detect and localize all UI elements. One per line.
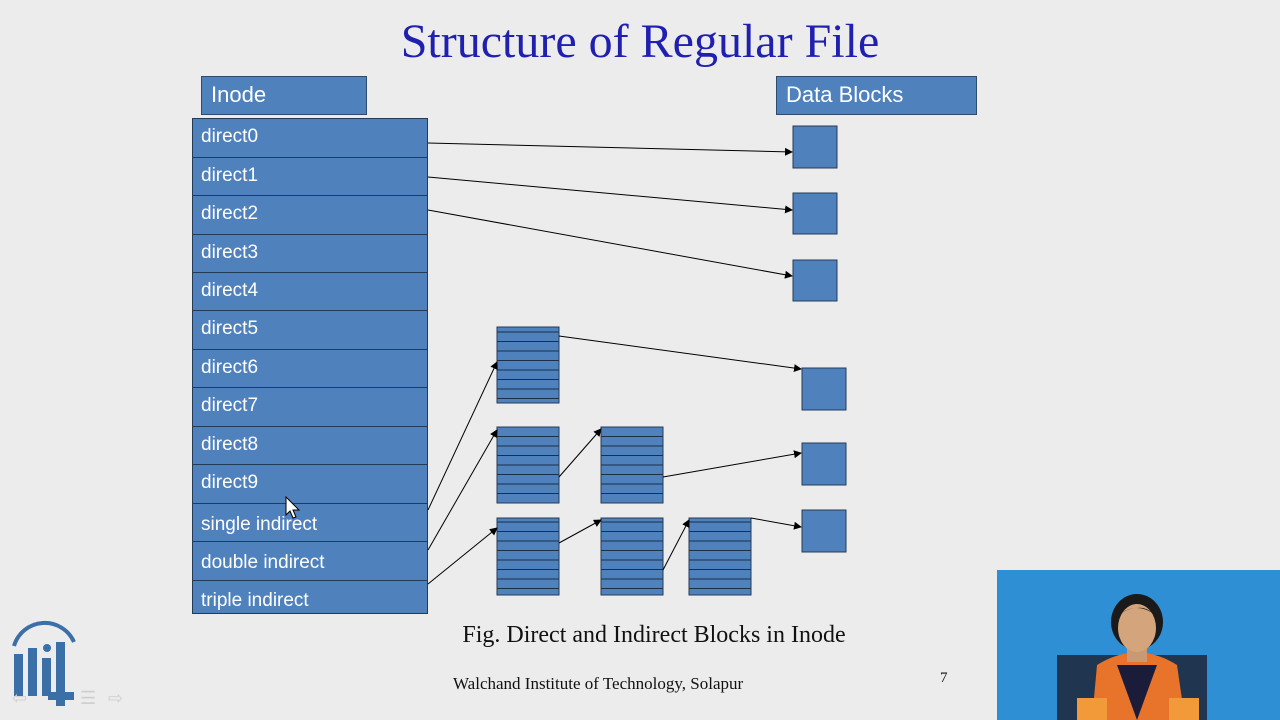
arrow-triple-block1-to-block2 — [558, 519, 602, 544]
inode-row-direct0: direct0 — [193, 119, 427, 158]
inode-row-direct9: direct9 — [193, 465, 427, 504]
inode-header: Inode — [201, 76, 367, 115]
inode-row-direct8: direct8 — [193, 427, 427, 465]
indirect-block-double-1 — [496, 426, 560, 504]
inode-row-direct4: direct4 — [193, 273, 427, 311]
page-number: 7 — [940, 670, 948, 686]
indirect-block-triple-3 — [688, 517, 752, 596]
data-blocks-header-label: Data Blocks — [786, 82, 904, 107]
inode-table: direct0 direct1 direct2 direct3 direct4 … — [192, 118, 428, 614]
figure-caption: Fig. Direct and Indirect Blocks in Inode — [462, 622, 846, 648]
inode-row-direct6: direct6 — [193, 350, 427, 388]
data-block-group — [792, 125, 847, 553]
data-blocks-header: Data Blocks — [776, 76, 977, 115]
inode-row-direct3: direct3 — [193, 235, 427, 273]
arrow-triple-block3-to-data — [750, 517, 802, 530]
data-block — [801, 509, 847, 553]
indirect-block-group — [496, 326, 752, 596]
indirect-block-triple-2 — [600, 517, 664, 596]
presenter-figure — [997, 570, 1280, 720]
arrow-double-block2-to-data — [662, 450, 802, 478]
menu-icon[interactable]: ☰ — [80, 688, 97, 708]
arrow-double-to-block — [427, 429, 498, 551]
arrow-single-block-to-data — [558, 335, 802, 373]
arrow-double-block1-to-block2 — [558, 428, 602, 478]
pointer-arrows — [427, 142, 802, 585]
arrow-triple-block2-to-block3 — [662, 519, 690, 571]
arrow-single-to-block — [427, 361, 498, 511]
inode-row-direct1: direct1 — [193, 158, 427, 196]
slide-footer: Walchand Institute of Technology, Solapu… — [453, 674, 744, 693]
inode-row-direct5: direct5 — [193, 311, 427, 350]
presenter-video — [997, 570, 1280, 720]
indirect-block-double-2 — [600, 426, 664, 504]
arrow-direct1 — [427, 176, 793, 214]
arrow-direct2 — [427, 209, 793, 279]
inode-row-triple-indirect: triple indirect — [201, 590, 309, 611]
prev-slide-icon[interactable]: ⇦ — [12, 688, 28, 708]
next-slide-icon[interactable]: ⇨ — [108, 688, 124, 708]
arrow-triple-to-block — [427, 527, 498, 585]
data-block — [801, 442, 847, 486]
indirect-block-single — [496, 326, 560, 404]
data-block — [792, 125, 838, 169]
inode-row-direct7: direct7 — [193, 388, 427, 427]
arrow-direct0 — [427, 142, 793, 156]
indirect-block-triple-1 — [496, 517, 560, 596]
inode-row-double-indirect: double indirect — [193, 542, 427, 581]
data-block — [792, 259, 838, 302]
inode-header-label: Inode — [211, 82, 267, 107]
institute-logo — [12, 620, 76, 706]
data-block — [792, 192, 838, 235]
inode-row-single-indirect: single indirect — [193, 504, 427, 542]
slide-title: Structure of Regular File — [400, 15, 880, 68]
inode-row-direct2: direct2 — [193, 196, 427, 235]
data-block — [801, 367, 847, 411]
